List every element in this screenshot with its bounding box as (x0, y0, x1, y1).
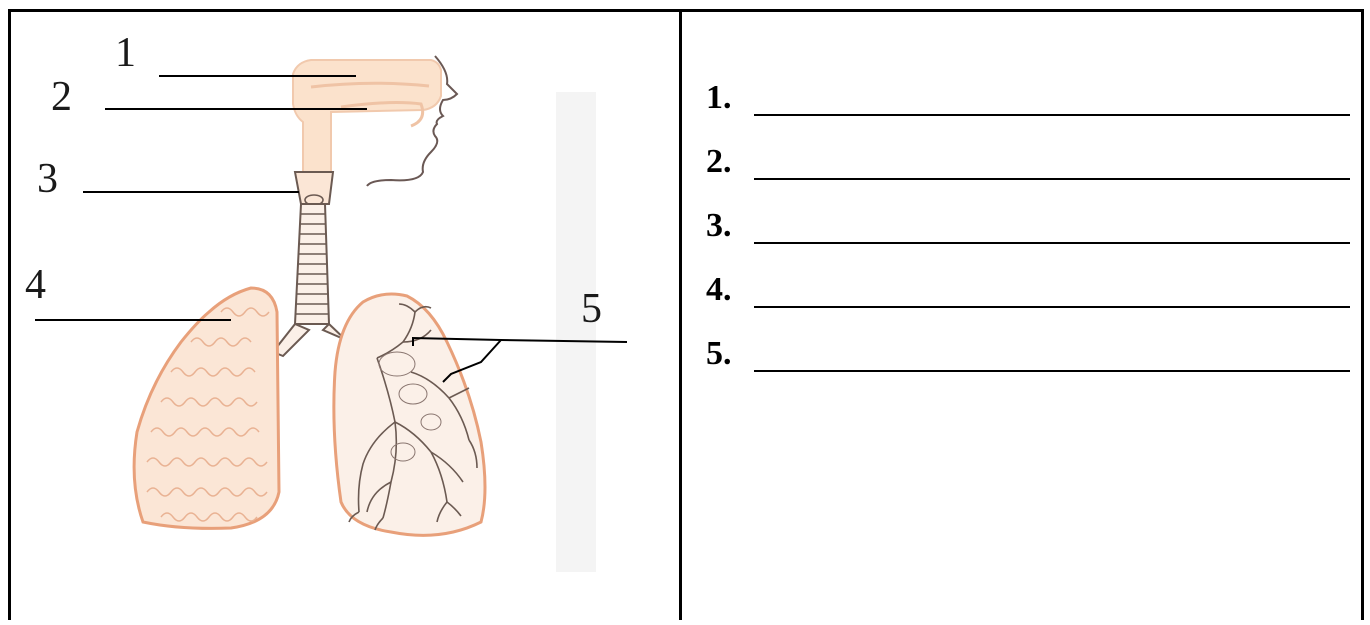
answer-blank[interactable] (754, 114, 1350, 116)
answer-blank[interactable] (754, 306, 1350, 308)
diagram-label-3: 3 (37, 158, 58, 200)
answer-number: 2. (706, 142, 732, 182)
answer-number: 4. (706, 270, 732, 310)
answer-row: 4. (706, 270, 1356, 310)
answer-blank[interactable] (754, 178, 1350, 180)
answer-row: 3. (706, 206, 1356, 246)
frame-border-right (1361, 9, 1364, 620)
diagram-label-4: 4 (25, 264, 46, 306)
answer-number: 1. (706, 78, 732, 118)
background-smudge (556, 92, 596, 572)
larynx (295, 172, 333, 204)
respiratory-system-diagram: 1 2 3 4 5 (11, 12, 679, 620)
diagram-label-2: 2 (51, 76, 72, 118)
answer-row: 1. (706, 78, 1356, 118)
answer-blank[interactable] (754, 242, 1350, 244)
answer-row: 2. (706, 142, 1356, 182)
respiratory-illustration (11, 12, 679, 620)
answer-number: 5. (706, 334, 732, 374)
frame-divider (679, 9, 682, 620)
answer-row: 5. (706, 334, 1356, 374)
diagram-label-5: 5 (581, 288, 602, 330)
nasal-cavity (293, 60, 441, 177)
answer-number: 3. (706, 206, 732, 246)
answer-blank[interactable] (754, 370, 1350, 372)
diagram-label-1: 1 (115, 32, 136, 74)
